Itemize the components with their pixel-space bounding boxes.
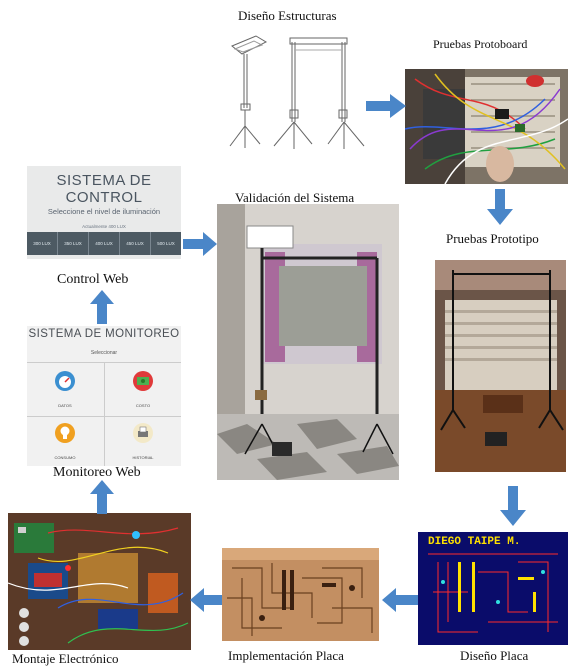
label-diseno-placa: Diseño Placa xyxy=(460,648,529,663)
arrow-diseno-to-implementacion xyxy=(382,588,418,612)
label-implementacion-placa: Implementación Placa xyxy=(228,648,344,663)
label-monitoreo-web: Monitoreo Web xyxy=(53,465,141,480)
tile-costo[interactable]: COSTO xyxy=(105,364,181,414)
money-icon xyxy=(133,371,153,391)
monitoreo-web-screenshot: SISTEMA DE MONITOREO Seleccionar DATOS C… xyxy=(27,326,181,466)
label-pruebas-protoboard: Pruebas Protoboard xyxy=(433,37,528,51)
arrow-protoboard-to-prototipo xyxy=(487,189,513,225)
pcb-implementation-photo xyxy=(222,548,379,641)
control-title: SISTEMA DE CONTROL xyxy=(56,172,152,206)
lux-button-500[interactable]: 500 LUX xyxy=(157,241,175,246)
monitoreo-title: SISTEMA DE MONITOREO xyxy=(28,328,180,340)
control-web-screenshot: SISTEMA DE CONTROL Seleccione el nivel d… xyxy=(27,166,181,259)
lux-button-bar: 300 LUX 350 LUX 400 LUX 450 LUX 500 LUX xyxy=(27,232,181,255)
arrow-monitoreo-to-control xyxy=(90,290,114,324)
pcb-author-text: DIEGO TAIPE M. xyxy=(428,536,521,548)
prototype-test-photo xyxy=(435,260,566,472)
lightbulb-icon xyxy=(55,423,75,443)
arrow-prototipo-to-diseno-placa xyxy=(500,486,526,526)
arrow-control-to-validacion xyxy=(183,232,217,256)
tile-datos-label: DATOS xyxy=(58,403,72,408)
printer-icon xyxy=(133,423,153,443)
tile-datos[interactable]: DATOS xyxy=(27,364,103,414)
lux-button-300[interactable]: 300 LUX xyxy=(27,232,58,255)
tile-consumo[interactable]: CONSUMO xyxy=(27,416,103,466)
lux-button-450[interactable]: 450 LUX xyxy=(120,232,151,255)
label-diseno-estructuras: Diseño Estructuras xyxy=(238,8,337,23)
control-subtitle: Seleccione el nivel de iluminación xyxy=(47,207,161,216)
tile-consumo-label: CONSUMO xyxy=(54,455,76,460)
label-montaje-electronico: Montaje Electrónico xyxy=(12,651,119,666)
structure-design-drawing xyxy=(224,28,372,152)
arrow-implementacion-to-montaje xyxy=(190,588,222,612)
lux-button-400[interactable]: 400 LUX xyxy=(89,232,120,255)
monitoreo-select-label: Seleccionar xyxy=(90,350,118,356)
pcb-design-image: DIEGO TAIPE M. xyxy=(418,532,568,645)
tile-costo-label: COSTO xyxy=(135,403,151,408)
arrow-structures-to-protoboard xyxy=(366,94,406,118)
system-validation-photo xyxy=(217,204,399,480)
control-current-level: Actualmente 400 LUX xyxy=(82,224,126,229)
gauge-icon xyxy=(55,371,75,391)
protoboard-photo xyxy=(405,69,568,184)
tile-historial-label: HISTORIAL xyxy=(132,455,154,460)
electronic-assembly-photo xyxy=(8,513,191,650)
label-pruebas-prototipo: Pruebas Prototipo xyxy=(446,231,539,246)
lux-button-350[interactable]: 350 LUX xyxy=(58,232,89,255)
label-validacion-sistema: Validación del Sistema xyxy=(235,190,355,205)
label-control-web: Control Web xyxy=(57,272,129,287)
arrow-montaje-to-monitoreo xyxy=(90,480,114,514)
tile-historial[interactable]: HISTORIAL xyxy=(105,416,181,466)
